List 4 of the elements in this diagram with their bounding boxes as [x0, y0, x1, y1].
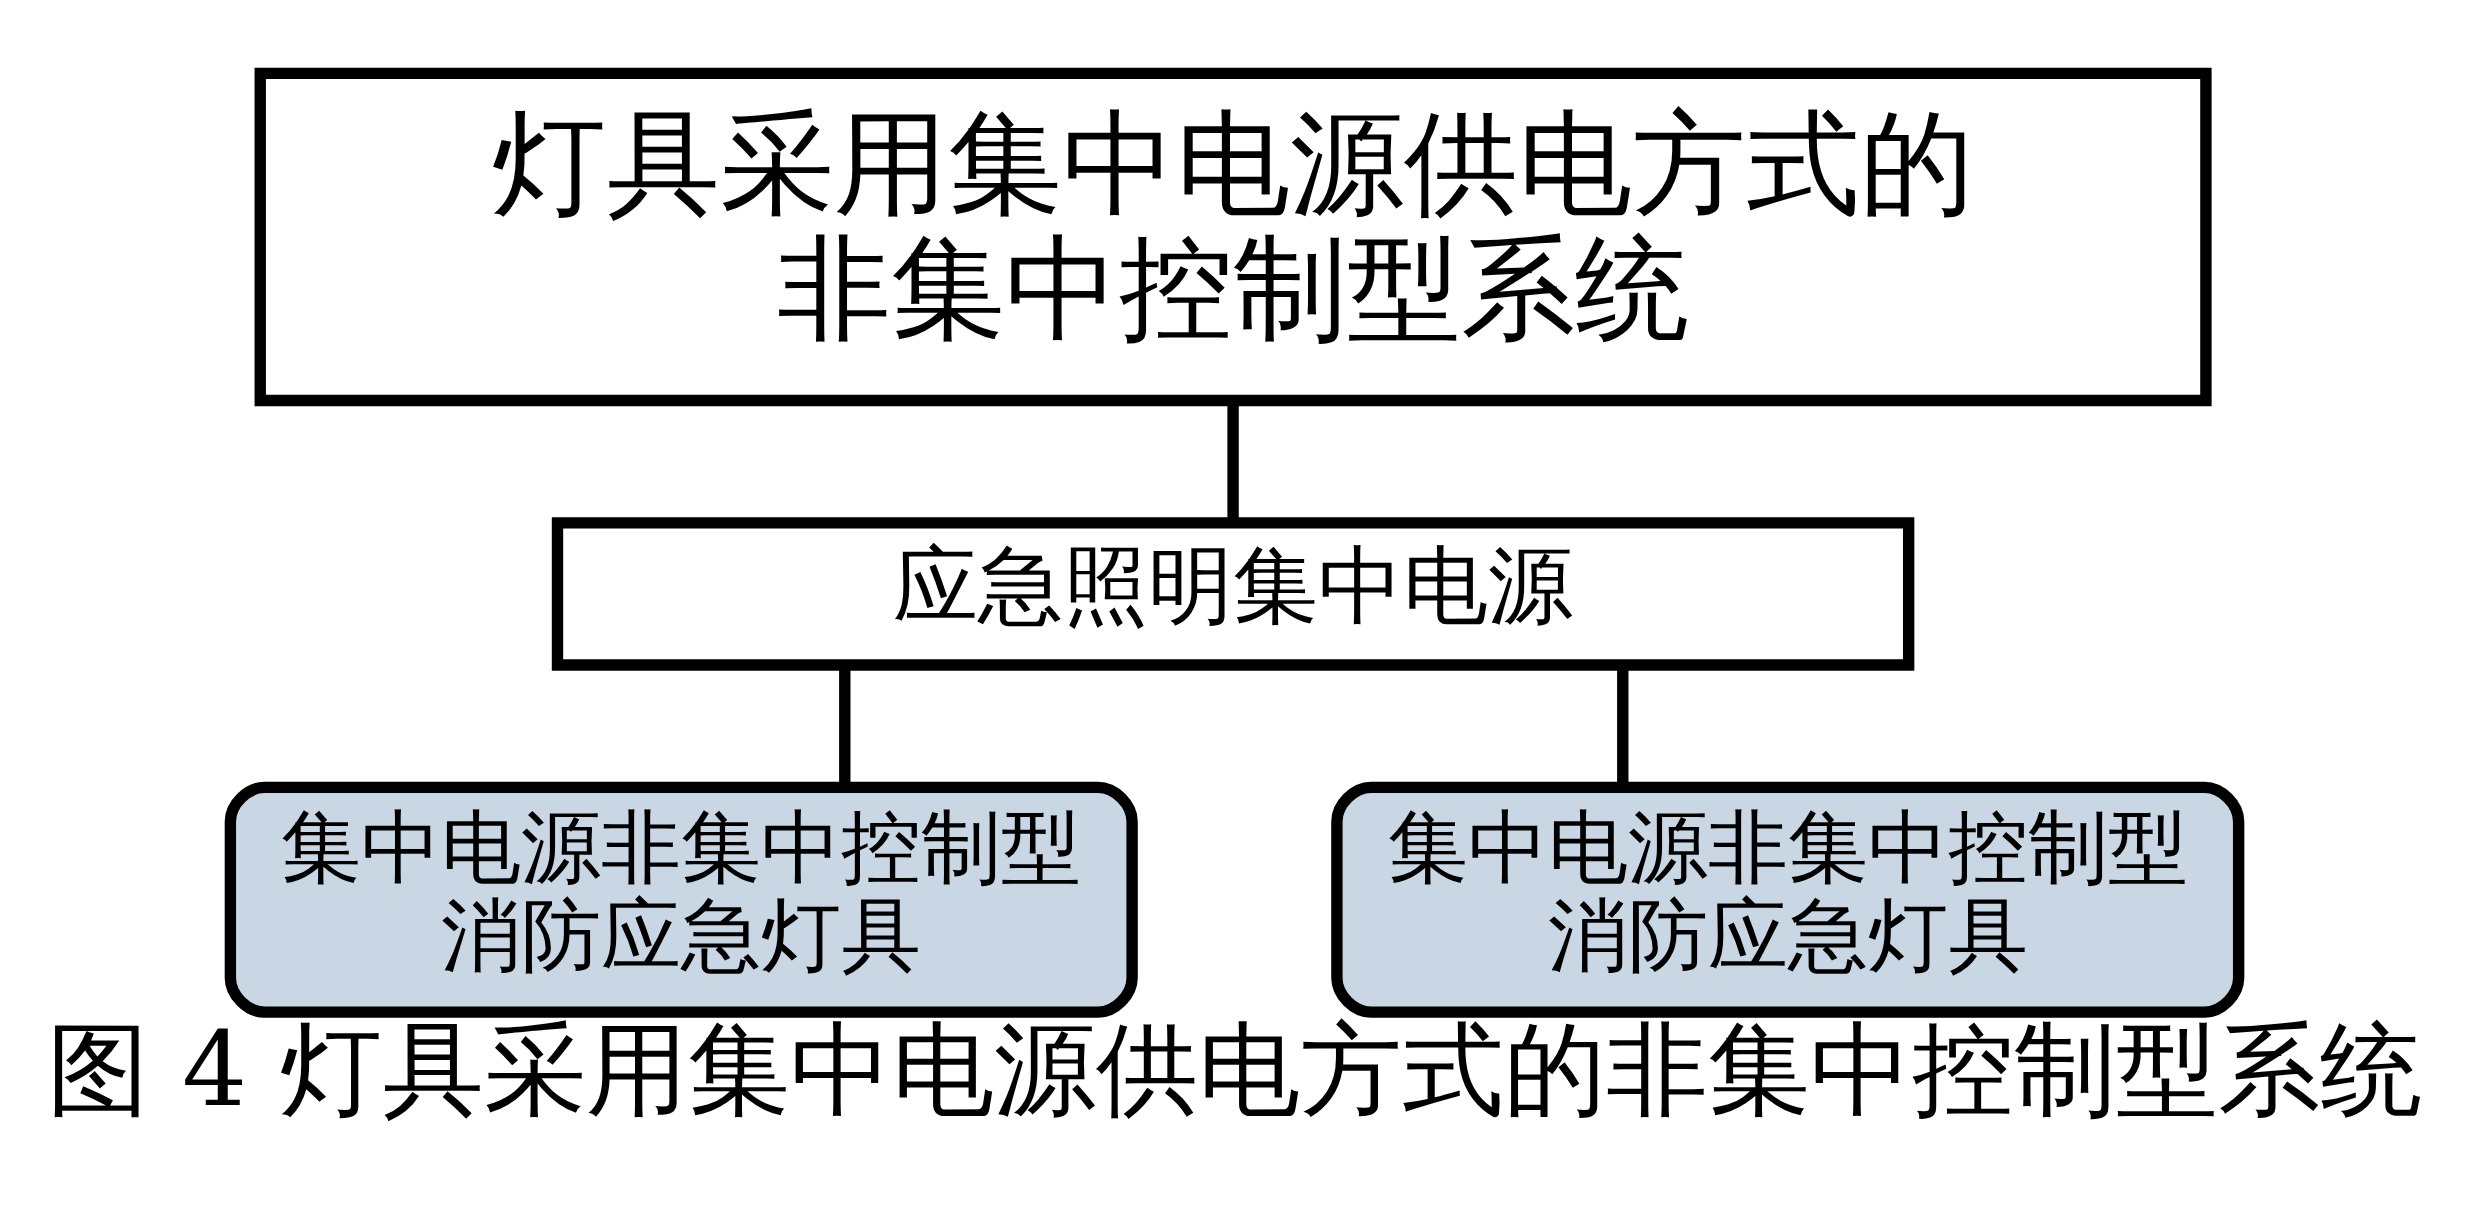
node-box: 集中电源非集中控制型消防应急灯具 — [224, 781, 1138, 1018]
node-box: 灯具采用集中电源供电方式的非集中控制型系统 — [254, 67, 2212, 406]
node-box: 应急照明集中电源 — [551, 516, 1915, 671]
node-box: 集中电源非集中控制型消防应急灯具 — [1331, 781, 2245, 1018]
